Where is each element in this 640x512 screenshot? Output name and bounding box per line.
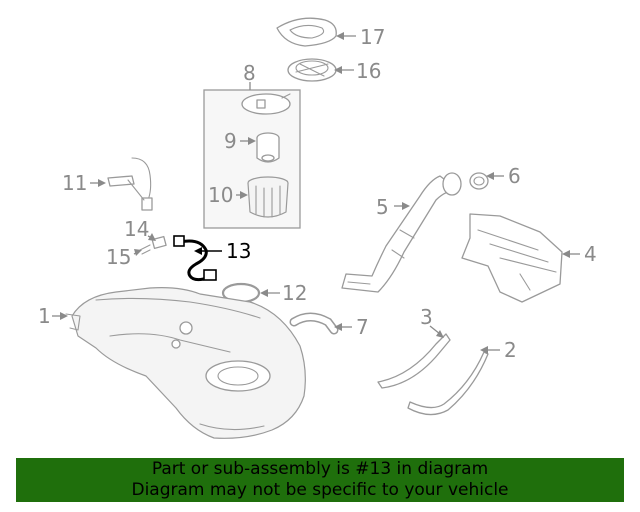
part-10-pump-housing [247, 176, 289, 218]
part-4-heat-shield [461, 213, 563, 303]
callout-12: 12 [282, 281, 307, 305]
part-13-wiring-harness [173, 235, 217, 282]
part-7-hose [289, 312, 339, 335]
callout-17: 17 [360, 25, 385, 49]
part-16-lock-ring [287, 58, 337, 82]
callout-10: 10 [208, 183, 233, 207]
callout-2: 2 [504, 338, 517, 362]
callout-labels: 17 16 8 9 10 11 14 15 13 12 7 1 5 6 4 3 … [38, 25, 597, 362]
callout-13: 13 [226, 239, 251, 263]
part-3-strap [377, 333, 451, 389]
callout-4: 4 [584, 242, 597, 266]
part-1-fuel-tank [65, 287, 306, 439]
callout-14: 14 [124, 217, 149, 241]
callout-9: 9 [224, 129, 237, 153]
part-15-clip [139, 244, 151, 255]
callout-11: 11 [62, 171, 87, 195]
callout-5: 5 [376, 195, 389, 219]
part-5-filler-neck [341, 172, 462, 293]
callout-15: 15 [106, 245, 131, 269]
part-8-top-flange [241, 93, 291, 115]
callout-1: 1 [38, 304, 51, 328]
part-14-connector [151, 235, 167, 250]
part-11-level-sensor [107, 157, 153, 211]
info-banner: Part or sub-assembly is #13 in diagram D… [16, 458, 624, 502]
part-9-filter [256, 132, 280, 163]
banner-line-2: Diagram may not be specific to your vehi… [131, 480, 509, 500]
callout-8: 8 [243, 61, 256, 85]
leader-lines [52, 32, 580, 354]
part-6-filler-cap [469, 172, 489, 190]
callout-6: 6 [508, 164, 521, 188]
callout-7: 7 [356, 315, 369, 339]
callout-16: 16 [356, 59, 381, 83]
banner-line-1: Part or sub-assembly is #13 in diagram [151, 459, 489, 479]
callout-3: 3 [420, 305, 433, 329]
part-17-cover-plate [276, 17, 337, 47]
